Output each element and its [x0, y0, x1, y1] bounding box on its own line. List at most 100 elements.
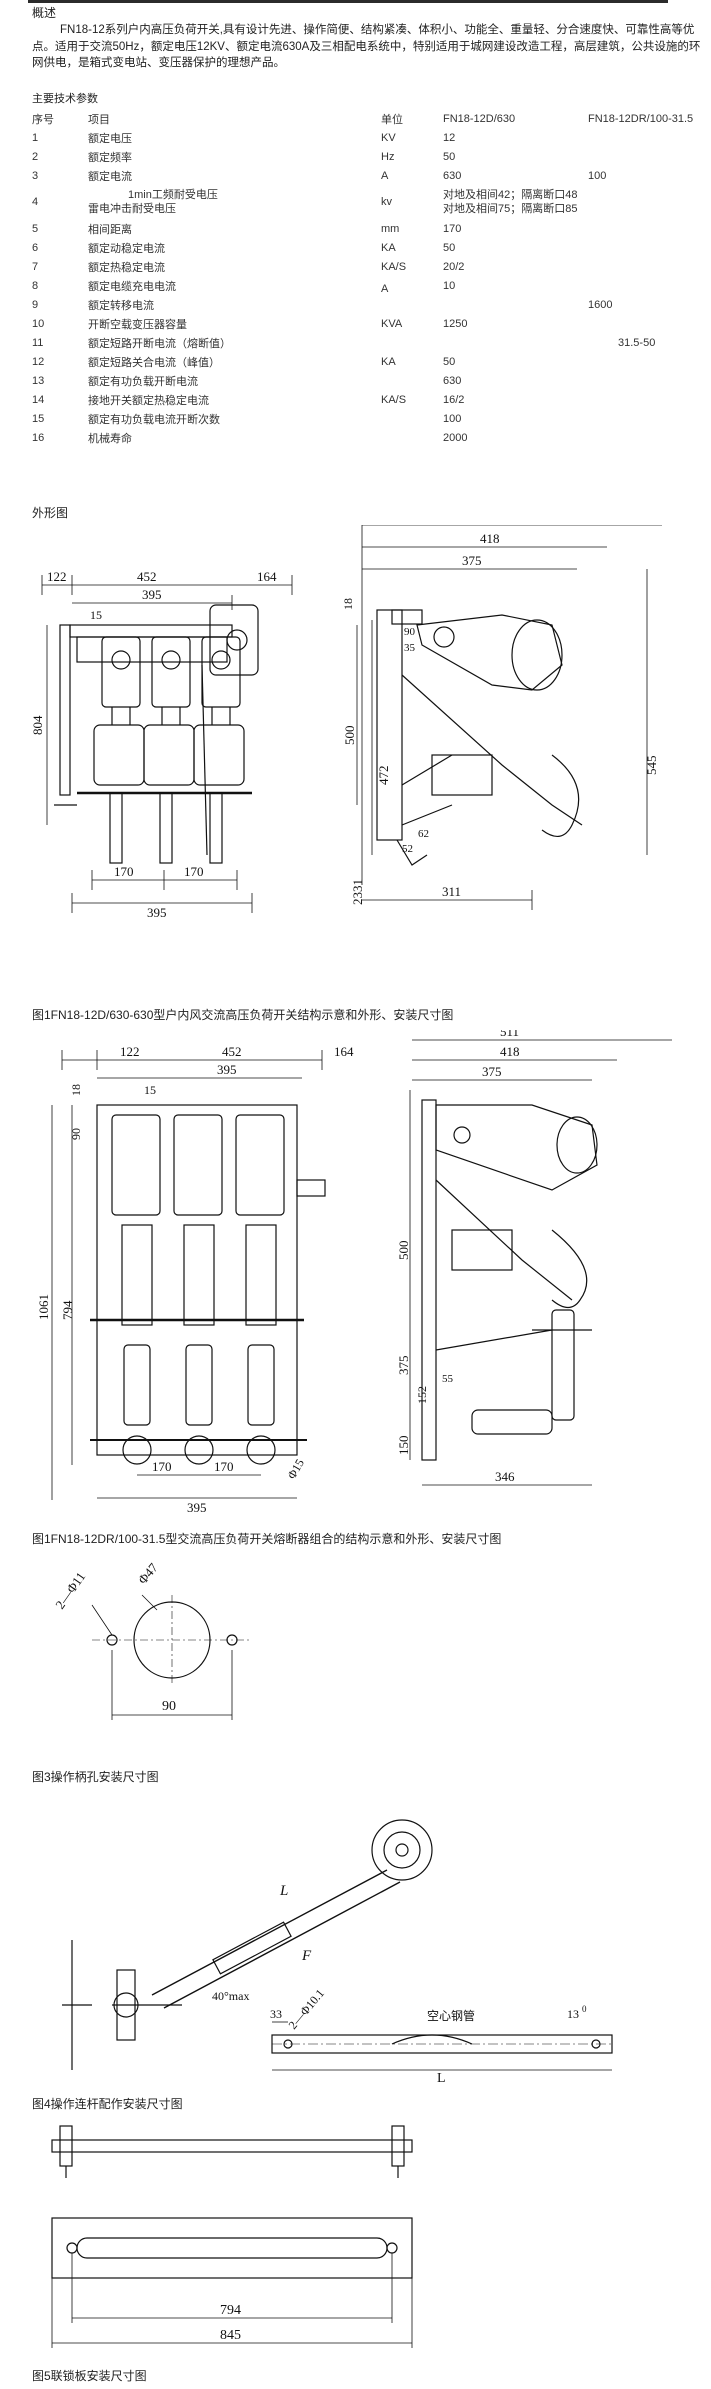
fig2-dim-794: 794 — [60, 1300, 75, 1320]
params-title: 主要技术参数 — [32, 93, 98, 105]
fig1-dim-375: 375 — [462, 553, 482, 568]
fig2-dim-346: 346 — [495, 1469, 515, 1484]
figure-4-caption: 图4操作连杆配作安装尺寸图 — [32, 2097, 183, 2111]
fig1-dim-2331: 2331 — [350, 879, 365, 905]
fig1-dim-18: 18 — [341, 598, 355, 610]
fig2-front-view: 122 452 164 395 15 18 90 794 1061 170 17… — [36, 1044, 354, 1515]
fig1-dim-395b: 395 — [147, 905, 167, 920]
fig2-dim-375b: 375 — [396, 1356, 411, 1376]
fig4-gear-wheel — [371, 1819, 433, 1881]
header-item: 项目 — [88, 113, 110, 126]
fig2-dim-170a: 170 — [152, 1459, 172, 1474]
figure-4-drawing: L F 40°max 33 2—Φ10.1 空心钢管 13 0 L — [32, 1790, 652, 2085]
fig2-dim-55: 55 — [442, 1373, 454, 1385]
top-rule — [28, 0, 668, 3]
figure-1-drawing: 122 452 164 395 15 8 — [32, 525, 692, 995]
fig5-dim-845: 845 — [220, 2328, 241, 2343]
figure-5-drawing: 794 845 — [32, 2118, 452, 2358]
fig1-dim-15: 15 — [90, 608, 102, 622]
header-no: 序号 — [32, 113, 54, 126]
fig4-label-F: F — [301, 1948, 312, 1964]
description-text: FN18-12系列户内高压负荷开关,具有设计先进、操作简便、结构紧凑、体积小、功… — [32, 24, 701, 69]
fig2-dim-15: 15 — [144, 1083, 156, 1097]
section-title: 概述 — [32, 6, 57, 20]
fig4-dim-hole: 2—Φ10.1 — [286, 1986, 327, 2032]
description-paragraph: FN18-12系列户内高压负荷开关,具有设计先进、操作简便、结构紧凑、体积小、功… — [32, 22, 707, 72]
fig4-dim-33: 33 — [270, 2007, 282, 2021]
figure-2-drawing: 122 452 164 395 15 18 90 794 1061 170 17… — [32, 1030, 692, 1515]
figure-2-caption: 图1FN18-12DR/100-31.5型交流高压负荷开关熔断器组合的结构示意和… — [32, 1532, 502, 1546]
fig4-label-angle: 40°max — [212, 1989, 249, 2003]
fig1-dim-311: 311 — [442, 884, 461, 899]
fig2-dim-452: 452 — [222, 1044, 242, 1059]
fig1-dim-62: 62 — [418, 828, 429, 840]
fig4-dim-L: L — [437, 2071, 446, 2085]
fig5-dim-794: 794 — [220, 2303, 241, 2318]
fig5-interlock-plate — [51, 2217, 413, 2279]
fig2-dim-418: 418 — [500, 1044, 520, 1059]
fig2-dim-170b: 170 — [214, 1459, 234, 1474]
spec-table: 序号 项目 单位 FN18-12D/630 FN18-12DR/100-31.5… — [32, 109, 708, 447]
fig2-dim-18: 18 — [69, 1084, 83, 1096]
fig4-label-L: L — [279, 1883, 288, 1899]
fig1-dim-52: 52 — [402, 843, 413, 855]
header-model-1: FN18-12D/630 — [443, 112, 516, 125]
fig1-dim-170a: 170 — [114, 864, 134, 879]
fig3-dim-90: 90 — [162, 1699, 176, 1714]
fig1-dim-395: 395 — [142, 587, 162, 602]
fig1-dim-35: 35 — [404, 642, 416, 654]
fig5-interlock-bar-top — [51, 2139, 413, 2153]
table-header-row: 序号 项目 单位 FN18-12D/630 FN18-12DR/100-31.5 — [32, 109, 708, 128]
fig2-dim-164: 164 — [334, 1044, 354, 1059]
figure-3-caption: 图3操作柄孔安装尺寸图 — [32, 1770, 159, 1784]
fig1-dim-170b: 170 — [184, 864, 204, 879]
fig1-dim-418: 418 — [480, 531, 500, 546]
fig3-dim-2phi11: 2—Φ11 — [52, 1569, 88, 1612]
fig2-dim-375: 375 — [482, 1064, 502, 1079]
fig3-dim-phi47: Φ47 — [135, 1560, 161, 1587]
fig2-dim-395b: 395 — [187, 1500, 207, 1515]
fig2-side-view: 511 418 375 500 375 152 55 150 346 — [396, 1030, 672, 1486]
fig2-dim-90: 90 — [69, 1128, 83, 1140]
fig1-dim-164: 164 — [257, 569, 277, 584]
figure-5-caption: 图5联锁板安装尺寸图 — [32, 2369, 147, 2383]
fig2-dim-122: 122 — [120, 1044, 140, 1059]
fig1-dim-452: 452 — [137, 569, 157, 584]
outline-label: 外形图 — [32, 506, 69, 520]
fig1-dim-545: 545 — [644, 756, 659, 776]
fig4-pipe-label: 空心钢管 — [427, 2008, 475, 2023]
fig1-dim-511: 511 — [500, 525, 519, 526]
fig2-dim-500: 500 — [396, 1241, 411, 1261]
fig2-dim-511: 511 — [500, 1030, 519, 1039]
fig1-dim-804: 804 — [32, 715, 45, 735]
fig1-dim-472: 472 — [376, 766, 391, 786]
fig4-dim-13: 13 — [567, 2007, 579, 2021]
fig2-dim-152: 152 — [415, 1386, 429, 1404]
fig1-side-view: 511 418 375 18 90 35 62 52 500 472 2331 … — [341, 525, 662, 910]
fig2-dim-1061: 1061 — [36, 1294, 51, 1320]
fig1-front-view: 122 452 164 395 15 8 — [32, 569, 293, 920]
fig4-dim-0: 0 — [582, 2004, 587, 2014]
fig2-dim-395: 395 — [217, 1062, 237, 1077]
fig1-dim-90: 90 — [404, 626, 416, 638]
header-model-2: FN18-12DR/100-31.5 — [588, 112, 694, 125]
fig2-dim-phi15: Φ15 — [284, 1457, 307, 1482]
fig1-dim-122: 122 — [47, 569, 67, 584]
fig2-dim-150: 150 — [396, 1436, 411, 1456]
header-unit: 单位 — [381, 113, 403, 126]
fig1-dim-500: 500 — [342, 726, 357, 746]
figure-3-drawing: 2—Φ11 Φ47 90 — [32, 1555, 282, 1740]
